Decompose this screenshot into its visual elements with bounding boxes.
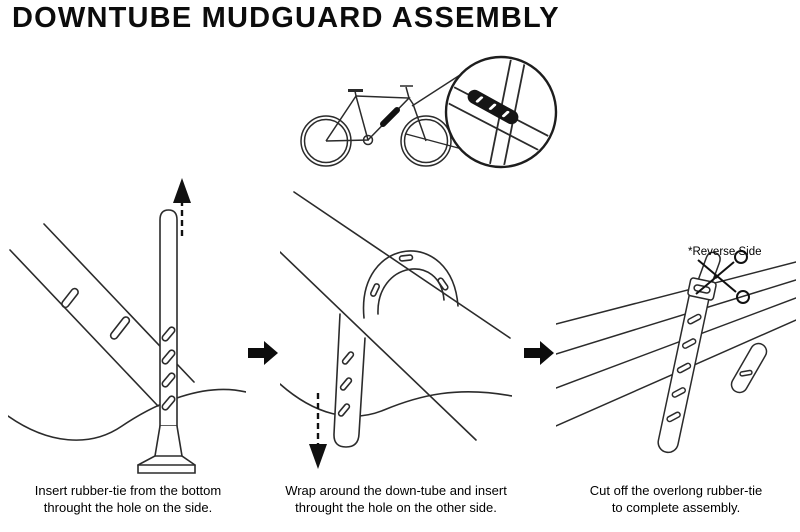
overview-illustration	[300, 55, 558, 169]
magnifier-callout	[405, 55, 558, 169]
step1-illustration	[8, 178, 246, 474]
rubber-tie	[159, 209, 178, 427]
step2-caption: Wrap around the down-tube and insert thr…	[272, 482, 520, 516]
scissors-icon	[695, 250, 750, 304]
rubber-tie-installed	[657, 282, 711, 454]
step3-caption-line1: Cut off the overlong rubber-tie	[589, 483, 763, 498]
rubber-tie-arch	[362, 250, 459, 319]
page-title: DOWNTUBE MUDGUARD ASSEMBLY	[12, 2, 560, 34]
base-bracket	[137, 425, 196, 474]
mounting-slots	[61, 287, 131, 340]
step2-illustration	[280, 191, 512, 469]
mudguard-strap-on-bike	[380, 107, 400, 127]
frame-closeup	[448, 59, 554, 165]
wrap-direction-arrow-icon	[309, 393, 327, 469]
step2-caption-line1: Wrap around the down-tube and insert	[285, 483, 507, 498]
step1-caption-line2: throught the hole on the side.	[43, 500, 213, 516]
cutoff-piece	[730, 342, 768, 394]
step2-caption-line2: throught the hole on the other side.	[295, 500, 497, 516]
insert-direction-arrow-icon	[173, 178, 191, 236]
mudguard-strap-closeup	[467, 89, 519, 125]
downtube-wrap-drawing	[280, 191, 512, 448]
step3-illustration	[556, 250, 796, 454]
rubber-tie-tail	[333, 313, 366, 448]
step3-caption: Cut off the overlong rubber-tie to compl…	[552, 482, 800, 516]
downtube-drawing	[8, 209, 246, 474]
bicycle-icon	[300, 85, 452, 167]
downtube-reverse-drawing	[556, 251, 796, 454]
step1-caption-line1: Insert rubber-tie from the bottom	[34, 483, 222, 498]
step1-caption: Insert rubber-tie from the bottom throug…	[8, 482, 248, 516]
step3-caption-line2: to complete assembly.	[611, 500, 741, 516]
next-step-arrow-icon	[248, 341, 278, 365]
reverse-side-label: *Reverse Side	[688, 246, 762, 258]
next-step-arrow-icon	[524, 341, 554, 365]
